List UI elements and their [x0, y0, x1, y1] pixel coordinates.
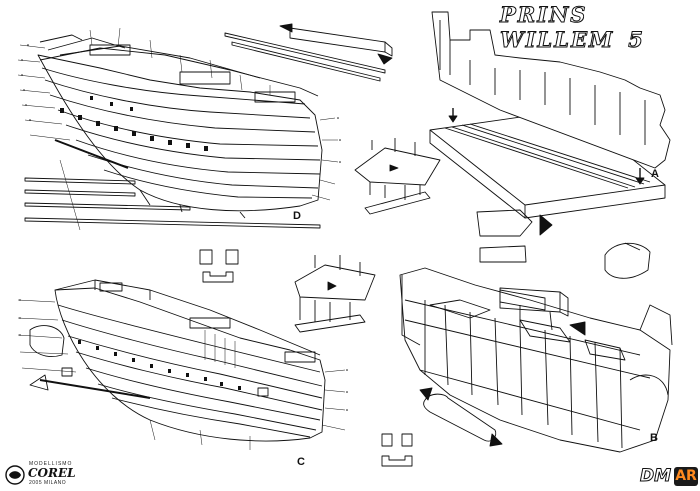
stem-parts	[476, 209, 651, 279]
logo-year: 2005	[29, 480, 43, 486]
watermark-dm: DM	[639, 466, 672, 487]
logo-brand: COREL	[28, 466, 76, 480]
watermark-ar: AR	[674, 467, 698, 486]
plank-strips	[24, 159, 321, 231]
logo-modellismo: MODELLISMO	[29, 461, 73, 467]
top-strips	[224, 23, 393, 82]
sheet-number: 5	[628, 27, 645, 53]
hull-view-b	[399, 267, 673, 453]
logo-city: 2005 MILANO	[29, 480, 66, 486]
manufacturer-logo: MODELLISMO COREL 2005 MILANO	[4, 461, 94, 489]
hull-view-d	[17, 27, 339, 219]
logo-emblem-icon	[5, 465, 25, 485]
view-label-a: A	[651, 168, 659, 180]
logo-city-name: MILANO	[44, 480, 67, 486]
small-fittings	[199, 249, 413, 467]
bulkhead-detail-top	[354, 138, 441, 215]
view-label-d: D	[293, 210, 301, 222]
hull-view-c	[17, 279, 346, 450]
view-label-b: B	[650, 432, 658, 444]
loose-parts-b	[419, 287, 586, 447]
sheet-title: PRINS WILLEM 5	[499, 2, 700, 53]
title-text: PRINS WILLEM	[499, 2, 615, 53]
keel-view-a	[429, 11, 671, 219]
bulkhead-detail-bottom	[294, 255, 376, 333]
view-label-c: C	[297, 456, 305, 468]
